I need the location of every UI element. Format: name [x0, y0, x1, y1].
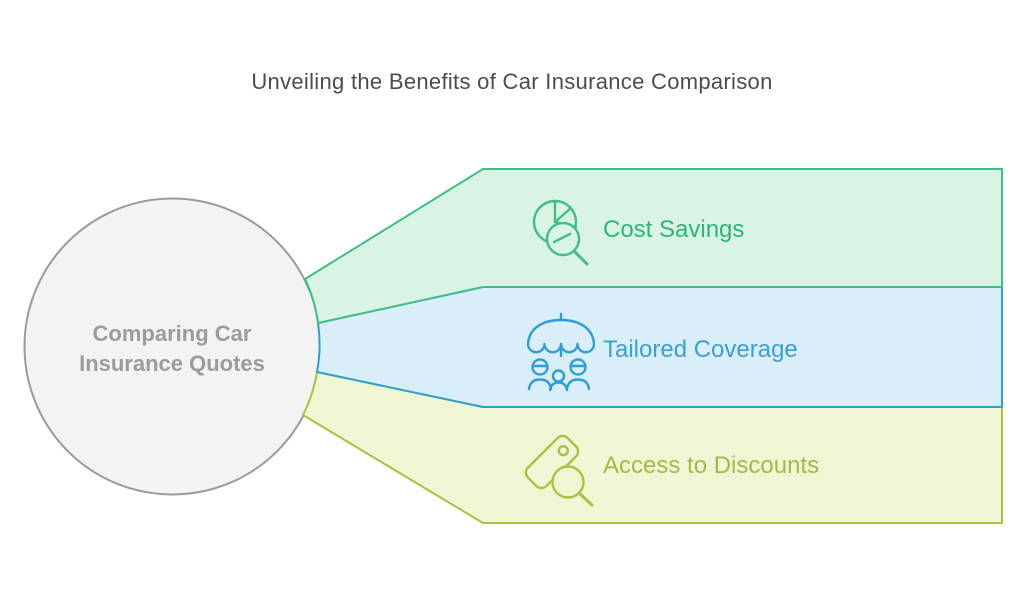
- person-child-shoulders: [548, 381, 569, 392]
- benefit-banner-cost-savings: [304, 168, 1003, 324]
- benefit-label-tailored-coverage: Tailored Coverage: [603, 336, 798, 363]
- pie-chart-magnifier-icon: [532, 199, 589, 266]
- umbrella-canopy: [526, 318, 596, 354]
- tag-hole: [557, 444, 570, 457]
- magnifier-handle: [572, 249, 589, 266]
- person-left-head: [531, 358, 549, 376]
- magnifier-lens: [551, 465, 585, 499]
- benefit-label-cost-savings: Cost Savings: [603, 216, 745, 243]
- person-right-shoulders: [565, 378, 591, 391]
- magnifier-handle: [577, 491, 594, 507]
- trend-line: [552, 232, 572, 244]
- center-node-label-line2: Insurance Quotes: [79, 351, 265, 376]
- pie-slice-line-upper-right: [553, 206, 573, 224]
- page-title: Unveiling the Benefits of Car Insurance …: [251, 69, 773, 94]
- umbrella-family-icon: [526, 312, 596, 392]
- center-node-label: Comparing Car Insurance Quotes: [32, 319, 312, 379]
- person-left-shoulders: [527, 378, 553, 391]
- benefit-label-access-to-discounts: Access to Discounts: [603, 452, 820, 479]
- center-node-label-line1: Comparing Car: [92, 321, 252, 346]
- banner-shape: [304, 168, 1003, 324]
- magnifier-lens: [545, 221, 581, 257]
- person-right-head: [569, 358, 587, 376]
- tag-magnifier-icon: [524, 434, 594, 507]
